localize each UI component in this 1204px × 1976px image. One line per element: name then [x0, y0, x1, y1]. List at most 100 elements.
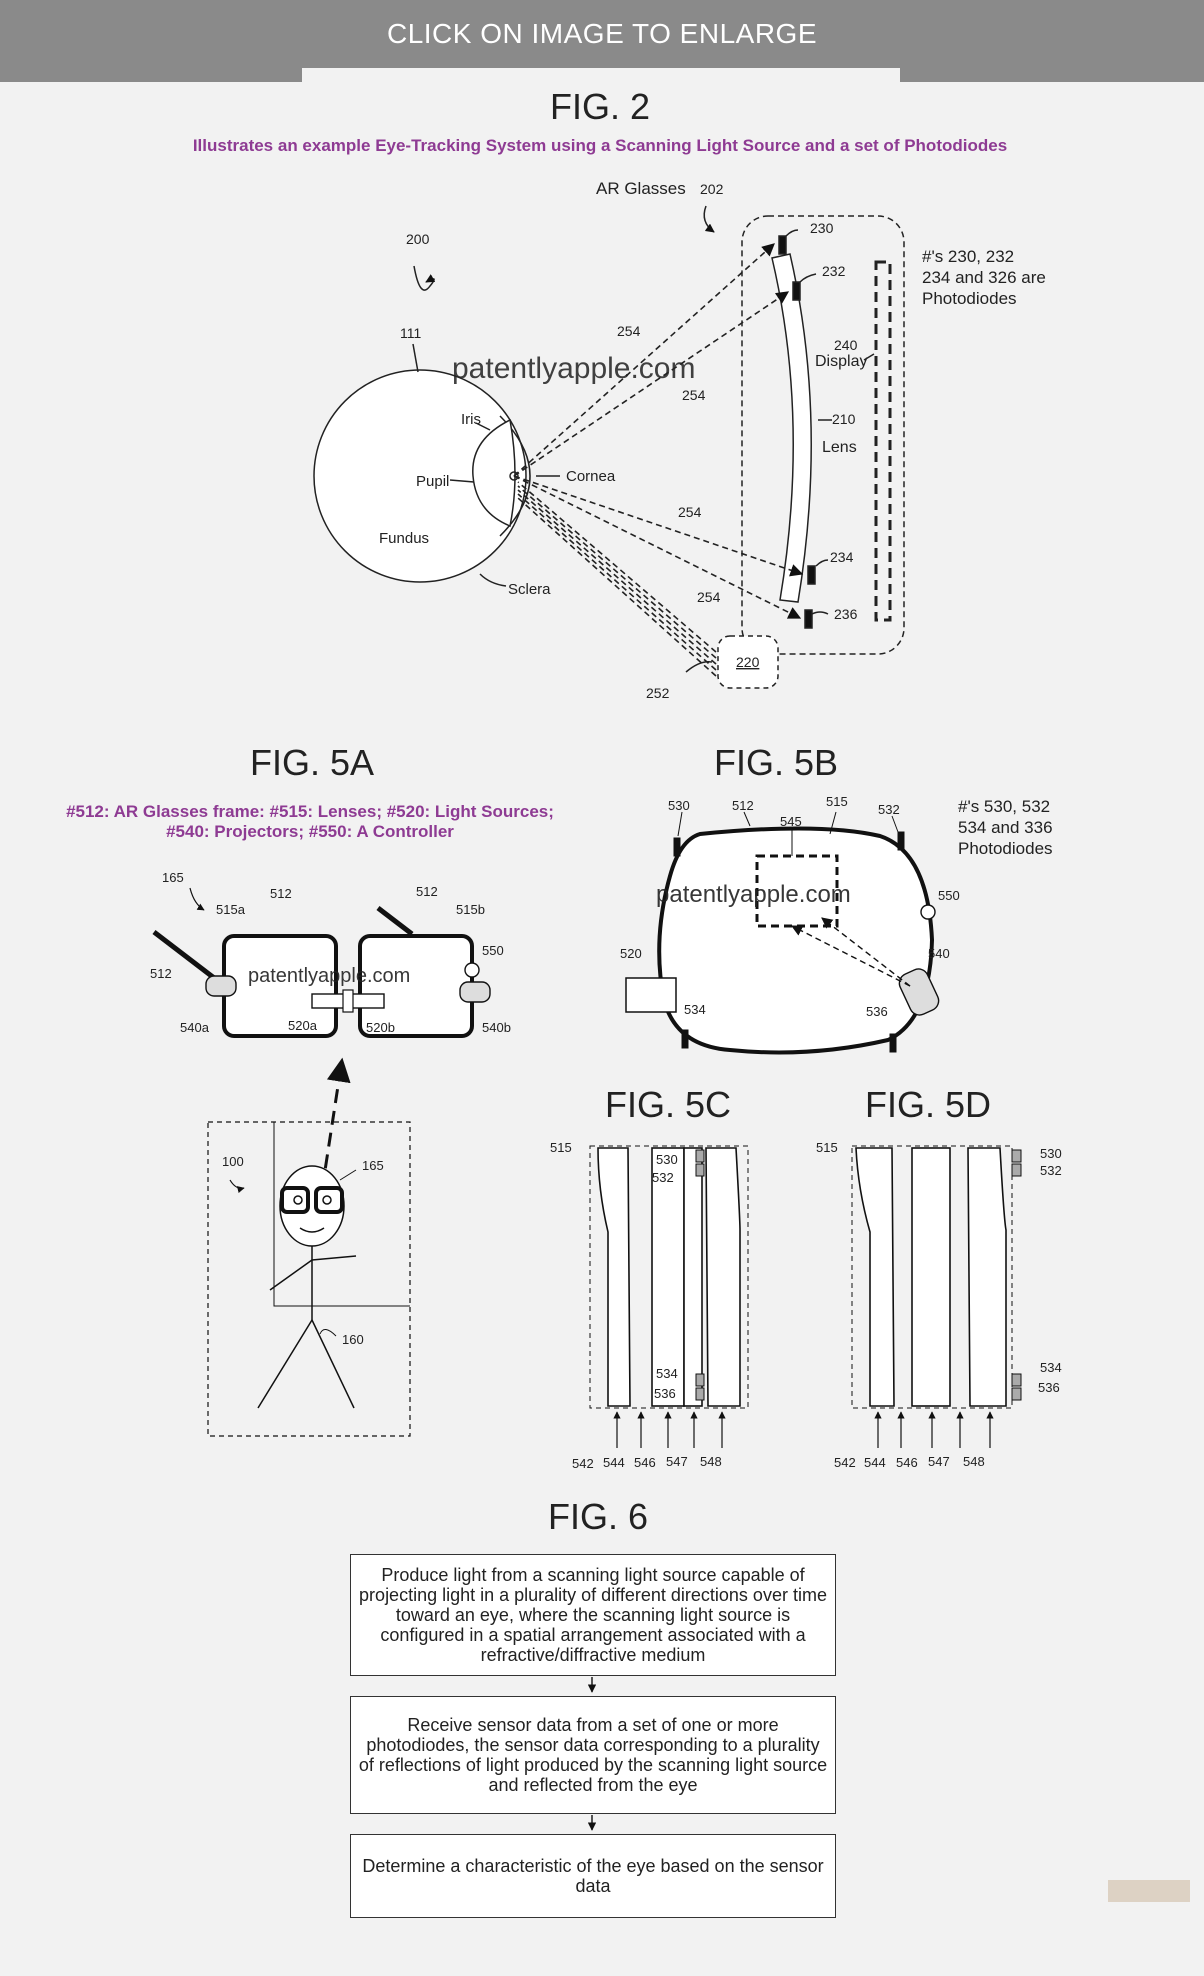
bridge: [342, 989, 354, 1013]
scan-ray-3: [517, 489, 717, 665]
fig5c-label-532: 532: [652, 1170, 674, 1185]
banner-tab-left: [0, 68, 302, 82]
enlarge-banner[interactable]: CLICK ON IMAGE TO ENLARGE: [0, 0, 1204, 68]
label-165-person: 165: [362, 1158, 384, 1173]
fig5d-label-547: 547: [928, 1454, 950, 1469]
flow-step-3: Determine a characteristic of the eye ba…: [350, 1834, 836, 1918]
label-515b: 515b: [456, 902, 485, 917]
fig5d-photodiode-536: [1011, 1387, 1022, 1401]
leader-232: [799, 273, 817, 283]
leader-515: [829, 811, 837, 835]
fig5c-label-547: 547: [666, 1454, 688, 1469]
label-ar-glasses: AR Glasses: [596, 179, 686, 198]
label-515a: 515a: [216, 902, 246, 917]
fig5d-labels: 515 530 532 534 536 542 544 546 547 548: [816, 1140, 1062, 1470]
temple-arm-left: [152, 930, 224, 986]
label-sclera: Sclera: [508, 581, 551, 598]
fig5b-note-line3: Photodiodes: [958, 839, 1053, 858]
smile: [299, 1227, 325, 1233]
leader-234: [815, 559, 829, 567]
fig5c-layer-546: [651, 1147, 685, 1407]
fig2-labels: AR Glasses 202 200 111 Iris Pupil Cornea…: [379, 179, 1046, 701]
eye-sclera-circle: [313, 369, 527, 583]
eye-right: [322, 1195, 332, 1205]
label-240: 240: [834, 337, 858, 353]
display-240: [874, 260, 892, 622]
controller-550: [920, 904, 936, 920]
fig5d-photodiode-532: [1011, 1163, 1022, 1177]
label-534: 534: [684, 1002, 706, 1017]
leader-252: [685, 660, 713, 673]
label-202: 202: [700, 181, 724, 197]
label-100: 100: [222, 1154, 244, 1169]
fig5d-label-534: 534: [1040, 1360, 1062, 1375]
label-550: 550: [482, 943, 504, 958]
room-corner: [273, 1122, 410, 1307]
fig5d-layer-548: [967, 1147, 1007, 1407]
fig5d-stack-outline: [851, 1145, 1013, 1409]
label-520b: 520b: [366, 1020, 395, 1035]
eye-left: [293, 1195, 303, 1205]
label-254-d: 254: [697, 589, 721, 605]
fig5a-labels: 165 512 512 515a 515b 512 550 540a 540b …: [150, 870, 511, 1347]
fig5d-diagram: [851, 1145, 1022, 1448]
label-200: 200: [406, 231, 430, 247]
temple-arm-right: [376, 906, 414, 936]
scan-ray-5: [517, 497, 717, 677]
ref-202-arrow: [703, 205, 715, 233]
iris-shape: [472, 418, 516, 528]
leader-160: [319, 1329, 337, 1337]
leg-left: [257, 1319, 313, 1409]
label-515: 515: [826, 794, 848, 809]
controller-550: [464, 962, 480, 978]
leader-532: [891, 815, 899, 833]
fig5d-label-546: 546: [896, 1455, 918, 1470]
glasses-right: [314, 1186, 344, 1214]
scan-ray-4: [517, 493, 717, 671]
label-536: 536: [866, 1004, 888, 1019]
fig2-note-line3: Photodiodes: [922, 289, 1017, 308]
projector-540: [898, 968, 940, 1016]
fig5d-layer-546: [911, 1147, 951, 1407]
label-220: 220: [736, 654, 760, 670]
label-210: 210: [832, 411, 856, 427]
projector-540b: [459, 981, 491, 1003]
leader-111: [412, 343, 419, 373]
label-252: 252: [646, 685, 670, 701]
photodiode-232: [792, 281, 801, 301]
label-540b: 540b: [482, 1020, 511, 1035]
ref-100-arrow: [229, 1179, 245, 1194]
fig5c-photodiode-532: [695, 1163, 705, 1177]
leader-165-person: [339, 1169, 357, 1181]
lens-210: [771, 253, 812, 603]
photodiode-234: [807, 565, 816, 585]
projector-540a: [205, 975, 237, 997]
label-520: 520: [620, 946, 642, 961]
label-512-right: 512: [416, 884, 438, 899]
label-iris: Iris: [461, 411, 481, 428]
label-530: 530: [668, 798, 690, 813]
fig5a-caption-line1: #512: AR Glasses frame: #515: Lenses; #5…: [66, 802, 554, 821]
fig5b-title: FIG. 5B: [713, 742, 839, 783]
label-pupil: Pupil: [416, 473, 449, 490]
fig5b-diagram: [625, 811, 940, 1055]
label-cornea: Cornea: [566, 468, 616, 485]
fig5b-labels: 530 512 515 532 545 550 520 540 534 536 …: [620, 794, 1053, 1019]
photodiode-532: [897, 831, 905, 851]
flow-step-2: Receive sensor data from a set of one or…: [350, 1696, 836, 1814]
ar-glasses-outline: [741, 215, 905, 655]
label-254-c: 254: [678, 504, 702, 520]
fig2-caption: Illustrates an example Eye-Tracking Syst…: [192, 136, 1008, 155]
leader-240: [863, 353, 875, 361]
leader-530: [677, 811, 683, 837]
fig2-watermark: patentlyapple.com: [452, 352, 696, 385]
frame-512-outline: [657, 826, 935, 1055]
fig5c-layer-542: [597, 1147, 631, 1407]
photodiode-236: [804, 609, 813, 629]
fig5d-title: FIG. 5D: [864, 1084, 992, 1125]
label-display: Display: [815, 353, 867, 370]
fig5c-diagram: [589, 1145, 749, 1448]
leader-236: [811, 611, 829, 615]
banner-tab-right: [900, 68, 1204, 82]
